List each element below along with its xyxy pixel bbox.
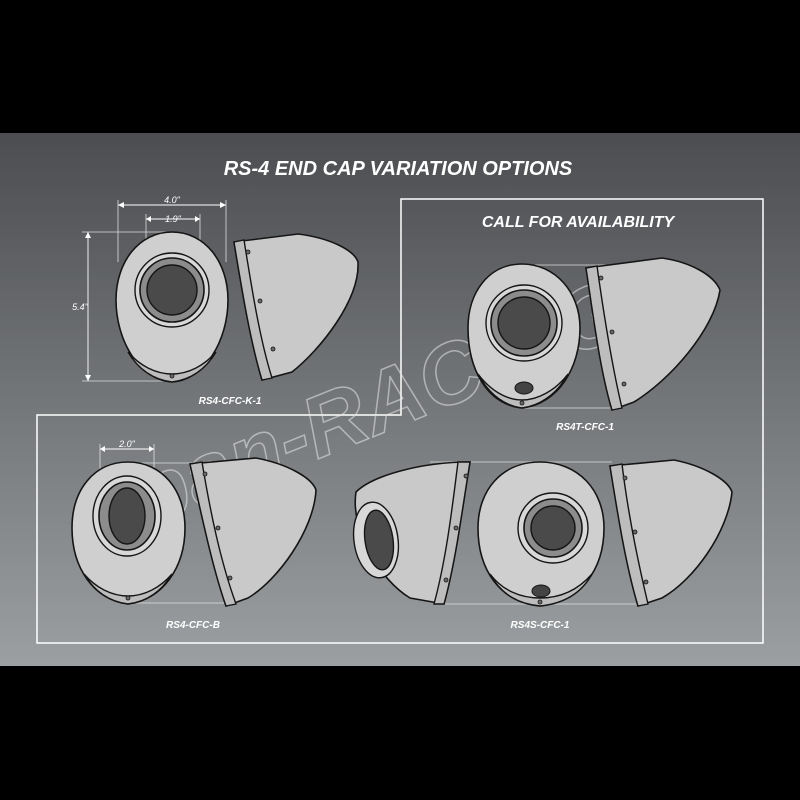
part-rs4s-cfc-1: RS4S-CFC-1 [352, 459, 733, 631]
part-rs4t-cfc-1: RS4T-CFC-1 [467, 257, 721, 433]
dimension-width-inner: 1.9" [165, 214, 182, 224]
part-label: RS4T-CFC-1 [556, 422, 614, 433]
dimension-annotations: 4.0" 1.9" 5.4" [72, 195, 227, 382]
part-label: RS4S-CFC-1 [511, 620, 570, 631]
dimension-width-outer: 4.0" [164, 195, 181, 205]
part-label: RS4-CFC-B [166, 620, 220, 631]
part-rs4-cfc-b: 2.0" RS4-CFC-B [71, 439, 317, 631]
part-rs4-cfc-k-1: 4.0" 1.9" 5.4" RS4-CFC-K-1 [72, 195, 359, 407]
dimension-height: 5.4" [72, 302, 89, 312]
availability-callout: CALL FOR AVAILABILITY [482, 214, 676, 231]
part-label: RS4-CFC-K-1 [199, 396, 262, 407]
grouping-outline [36, 198, 764, 644]
dimension-width-b: 2.0" [118, 439, 136, 449]
page-title: RS-4 END CAP VARIATION OPTIONS [224, 158, 573, 180]
